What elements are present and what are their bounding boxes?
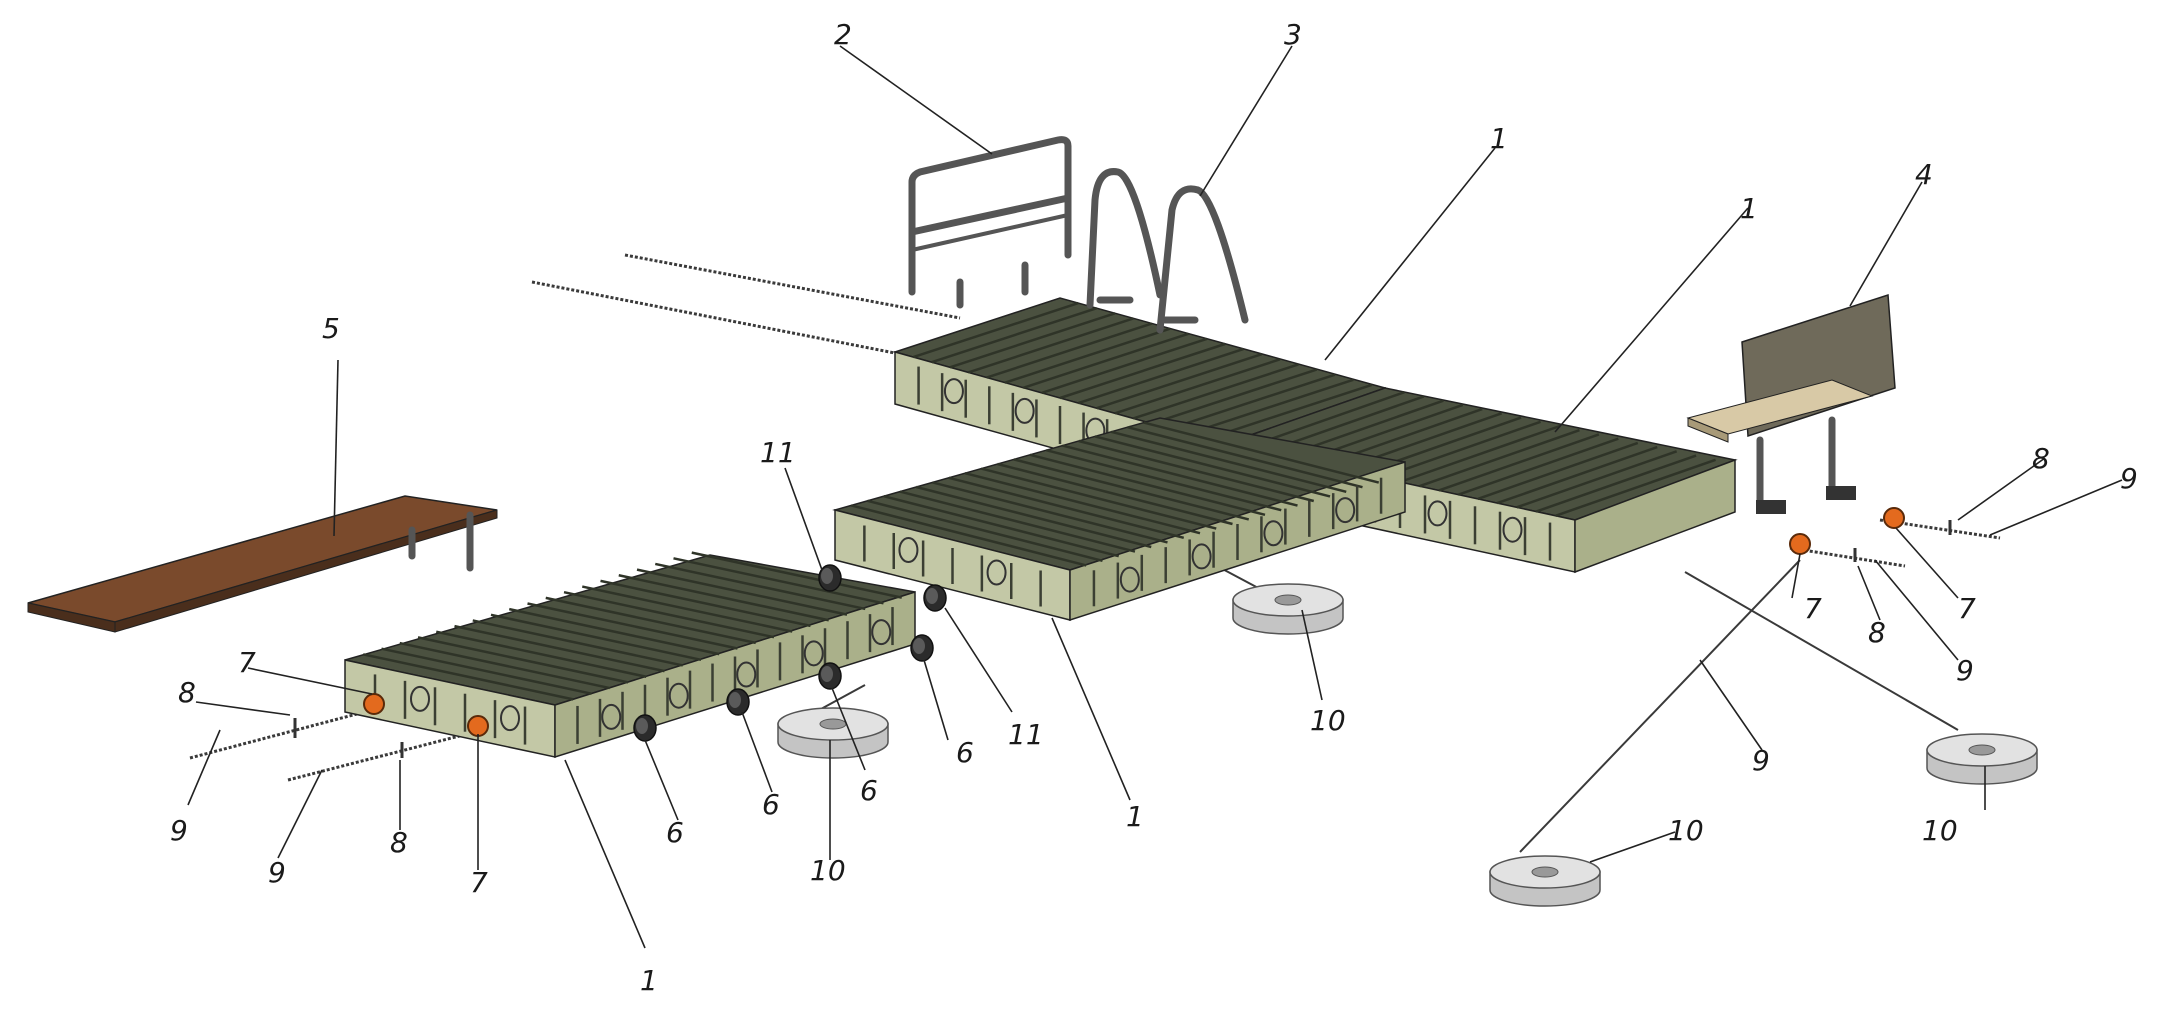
handrail [908,136,1072,309]
label-part-6: 6 [860,774,878,807]
label-part-3: 3 [1284,18,1302,51]
leader-lines [187,45,2123,949]
ladder [1086,168,1249,334]
label-part-1: 1 [640,964,658,997]
connector-nuts [363,507,1905,737]
label-part-8: 8 [1868,616,1886,649]
label-part-1: 1 [1126,800,1144,833]
pins [293,520,1952,758]
label-part-9: 9 [1956,654,1974,687]
label-part-10: 10 [1922,814,1958,847]
label-part-11: 11 [760,436,796,469]
label-part-10: 10 [1310,704,1346,737]
mooring-chains [189,253,2001,853]
label-part-10: 10 [810,854,846,887]
label-part-10: 10 [1668,814,1704,847]
label-part-9: 9 [268,856,286,889]
callout-labels: 2 3 1 1 4 5 7 8 9 9 8 7 1 6 6 10 6 6 11 … [170,18,2138,997]
label-part-2: 2 [834,18,852,51]
label-part-7: 7 [1958,592,1976,625]
label-part-7: 7 [470,866,488,899]
bench [1686,293,1896,514]
label-part-5: 5 [322,312,340,345]
label-part-7: 7 [238,646,256,679]
label-part-9: 9 [2120,462,2138,495]
gangway [27,495,498,633]
label-part-6: 6 [956,736,974,769]
label-part-8: 8 [2032,442,2050,475]
label-part-9: 9 [1752,744,1770,777]
label-part-11: 11 [1008,718,1044,751]
label-part-7: 7 [1804,592,1822,625]
label-part-6: 6 [666,816,684,849]
label-part-8: 8 [390,826,408,859]
label-part-4: 4 [1915,158,1933,191]
label-part-1: 1 [1490,122,1508,155]
bumpers [633,564,947,742]
label-part-1: 1 [1740,192,1758,225]
label-part-6: 6 [762,788,780,821]
anchors [777,583,2038,907]
label-part-9: 9 [170,814,188,847]
float-module-middle [832,417,1406,622]
label-part-8: 8 [178,676,196,709]
